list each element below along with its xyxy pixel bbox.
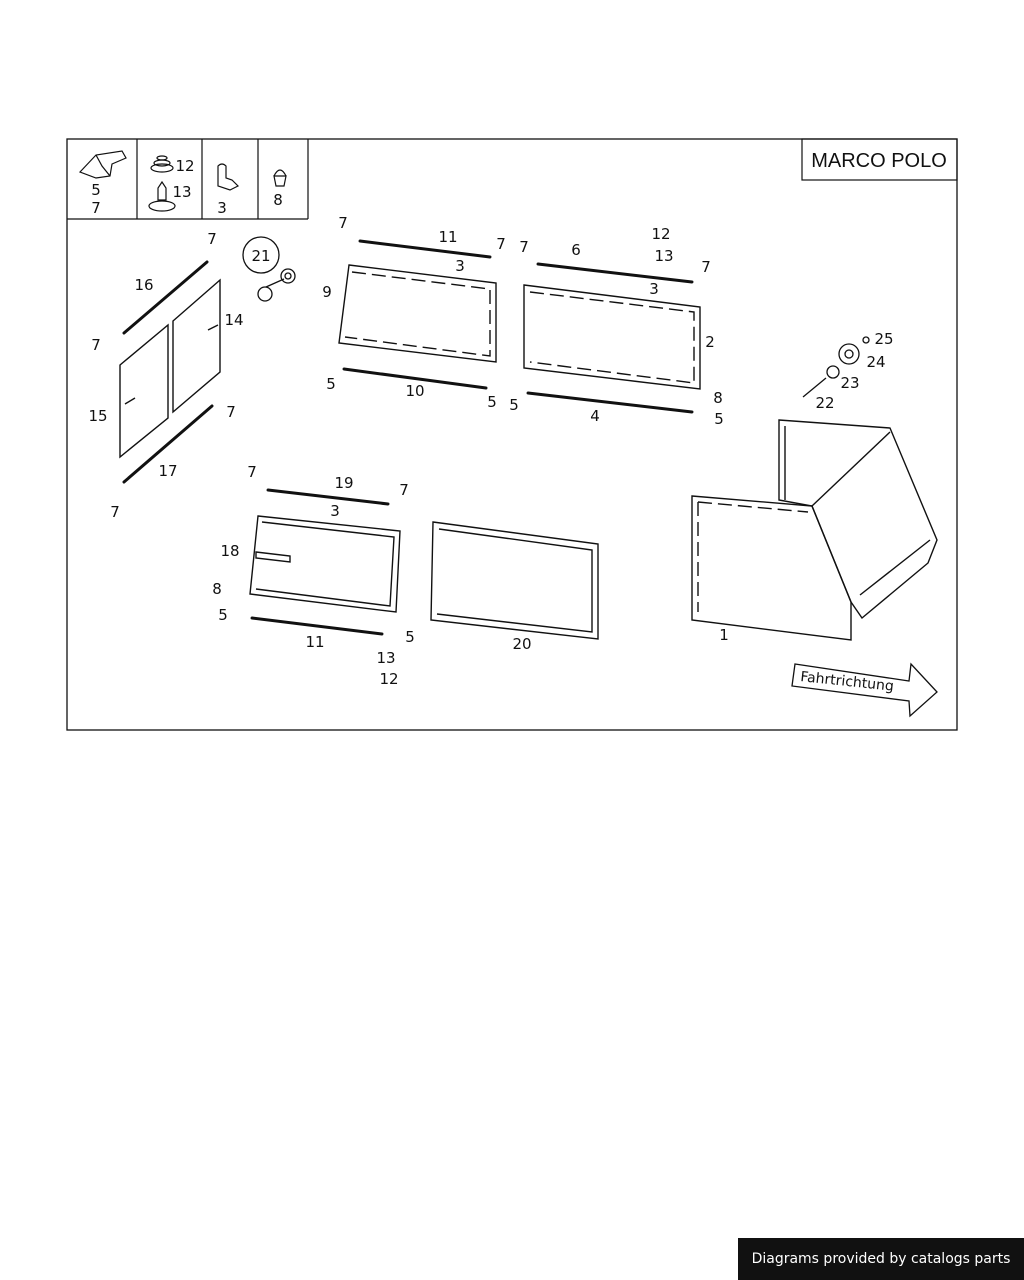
hook-icon (217, 163, 240, 191)
callout-label-6: 6 (571, 241, 581, 259)
direction-arrow (791, 662, 938, 718)
legend-label: 3 (217, 199, 227, 217)
callout-label-3b: 3 (649, 280, 659, 298)
callout-label-7f: 7 (496, 235, 506, 253)
callout-label-7g: 7 (519, 238, 529, 256)
callout-label-22: 22 (815, 394, 834, 412)
callout-label-5f: 5 (405, 628, 415, 646)
callout-label-13a: 13 (654, 247, 673, 265)
callout-label-5d: 5 (714, 410, 724, 428)
callout-label-23: 23 (840, 374, 859, 392)
callout-label-19: 19 (334, 474, 353, 492)
callout-label-11b: 11 (305, 633, 324, 651)
brand-box (801, 138, 958, 181)
callout-label-3c: 3 (330, 502, 340, 520)
rail-10 (342, 367, 488, 390)
callout-label-7i: 7 (247, 463, 257, 481)
callout-label-21: 21 (251, 247, 270, 265)
callout-label-20: 20 (512, 635, 531, 653)
callout-21 (242, 236, 296, 302)
panel-20 (430, 521, 599, 640)
callout-label-7j: 7 (399, 481, 409, 499)
direction-label: Fahrtrichtung (800, 669, 895, 695)
callout-label-24: 24 (866, 353, 885, 371)
callout-label-10: 10 (405, 382, 424, 400)
panel-2 (523, 284, 701, 390)
callout-label-12a: 12 (651, 225, 670, 243)
callout-label-7d: 7 (110, 503, 120, 521)
clip-icon (78, 150, 127, 179)
brand-title: MARCO POLO (811, 150, 947, 172)
legend-strip (67, 139, 309, 220)
diagram-frame (66, 138, 958, 731)
fastener-22-25 (802, 336, 870, 398)
callout-label-7e: 7 (338, 214, 348, 232)
callout-label-3a: 3 (455, 257, 465, 275)
callout-label-5c: 5 (509, 396, 519, 414)
callout-label-5a: 5 (326, 375, 336, 393)
legend-label: 8 (273, 191, 283, 209)
grommet-icon (150, 155, 174, 173)
side-panel-14-15 (119, 278, 221, 459)
legend-label: 7 (91, 199, 101, 217)
callout-label-7a: 7 (207, 230, 217, 248)
legend-label: 13 (172, 183, 191, 201)
callout-label-7h: 7 (701, 258, 711, 276)
callout-label-13b: 13 (376, 649, 395, 667)
panel-18 (249, 515, 401, 613)
rail-11-bottom (250, 616, 384, 636)
legend-label: 5 (91, 181, 101, 199)
rail-19 (266, 488, 390, 506)
legend-label: 12 (175, 157, 194, 175)
callout-label-1: 1 (719, 626, 729, 644)
callout-label-7c: 7 (226, 403, 236, 421)
snap-icon (273, 169, 287, 187)
callout-label-9: 9 (322, 283, 332, 301)
callout-label-25: 25 (874, 330, 893, 348)
callout-label-8a: 8 (713, 389, 723, 407)
rail-11-top (358, 239, 492, 259)
rail-4 (526, 391, 694, 414)
callout-label-15: 15 (88, 407, 107, 425)
callout-label-8b: 8 (212, 580, 222, 598)
callout-label-11a: 11 (438, 228, 457, 246)
callout-label-4: 4 (590, 407, 600, 425)
rail-6 (536, 262, 694, 284)
panel-9 (338, 264, 497, 363)
rivet-icon (148, 180, 176, 212)
rails-16-17 (122, 260, 214, 484)
callout-label-16: 16 (134, 276, 153, 294)
panel-1 (691, 419, 938, 641)
footer-credit: Diagrams provided by catalogs parts (738, 1238, 1024, 1280)
callout-label-14: 14 (224, 311, 243, 329)
callout-label-5b: 5 (487, 393, 497, 411)
callout-label-12b: 12 (379, 670, 398, 688)
callout-label-2: 2 (705, 333, 715, 351)
callout-label-17: 17 (158, 462, 177, 480)
callout-label-18: 18 (220, 542, 239, 560)
callout-label-7b: 7 (91, 336, 101, 354)
callout-label-5e: 5 (218, 606, 228, 624)
